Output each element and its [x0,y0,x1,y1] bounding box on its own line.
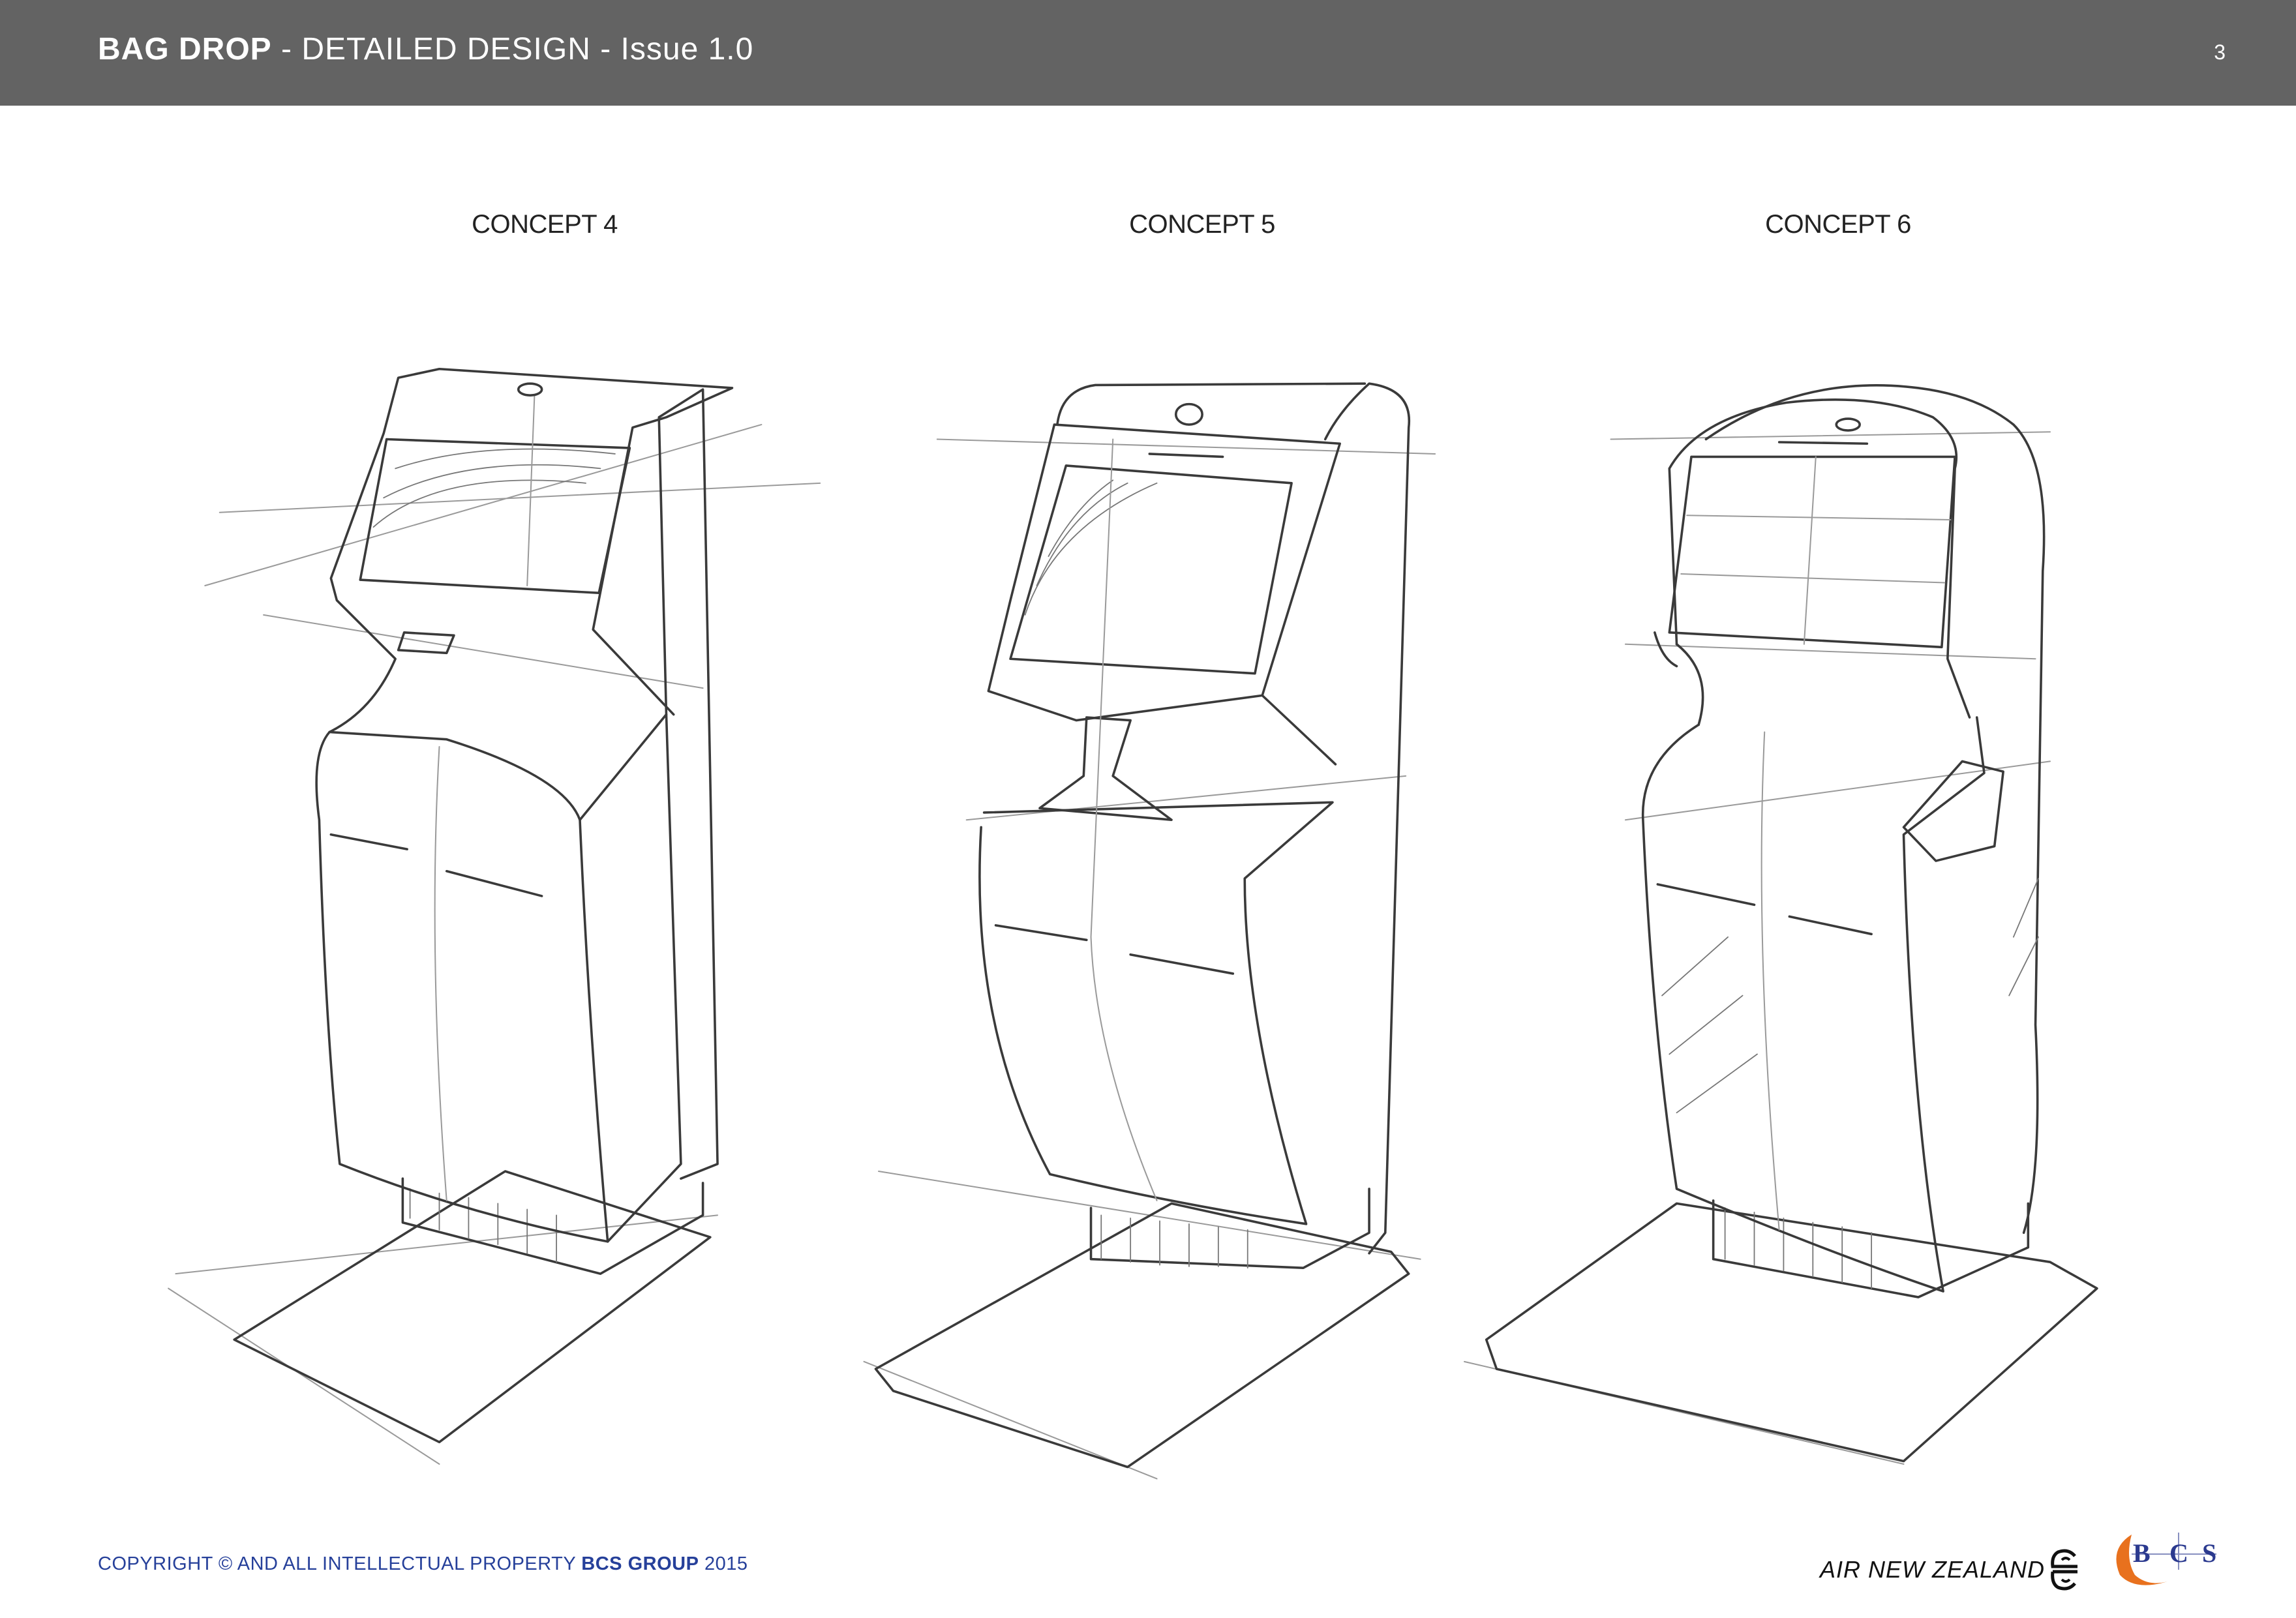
copyright-company: BCS GROUP [581,1553,699,1574]
title-project: BAG DROP [98,32,272,67]
title-subtitle: - DETAILED DESIGN - Issue 1.0 [271,32,754,67]
koru-icon [2051,1549,2078,1591]
page-number: 3 [2214,40,2226,64]
concept-4-label: CONCEPT 4 [472,210,618,239]
concept-6-sketch [1463,384,2098,1465]
concept-5-sketch [863,382,1436,1480]
document-title: BAG DROP - DETAILED DESIGN - Issue 1.0 [98,31,753,67]
concept-5-label: CONCEPT 5 [1129,210,1275,239]
copyright-notice: COPYRIGHT © AND ALL INTELLECTUAL PROPERT… [98,1553,748,1575]
svg-text:S: S [2202,1538,2216,1568]
concept-6-label: CONCEPT 6 [1765,210,1911,239]
bcs-logo-text: B [2133,1538,2151,1568]
concept-4-sketch [168,367,821,1465]
bcs-logo: B C S [2116,1533,2216,1585]
svg-text:C: C [2169,1538,2188,1568]
air-new-zealand-logo: AIR NEW ZEALAND [1820,1547,2079,1593]
copyright-year: 2015 [699,1553,748,1574]
air-new-zealand-wordmark: AIR NEW ZEALAND [1820,1556,2046,1583]
page-header: BAG DROP - DETAILED DESIGN - Issue 1.0 3 [0,0,2296,106]
copyright-text: COPYRIGHT © AND ALL INTELLECTUAL PROPERT… [98,1553,582,1574]
